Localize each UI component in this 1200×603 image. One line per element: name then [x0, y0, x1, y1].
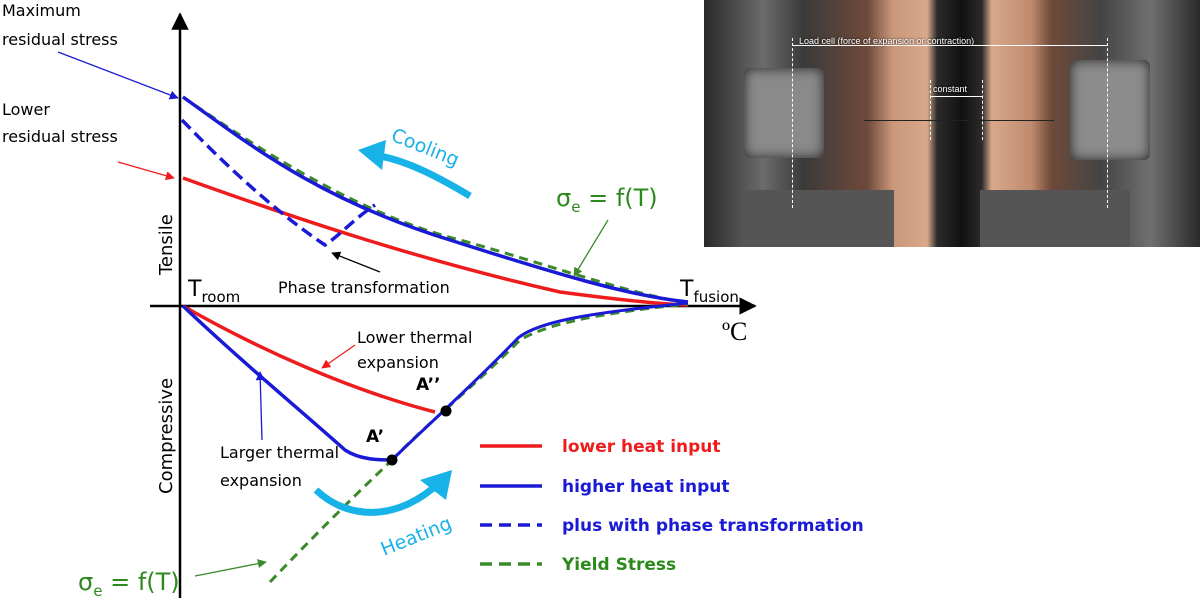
sigma-lower-rest: = f(T) [102, 568, 179, 596]
sigma-lower-sub: e [93, 582, 102, 600]
t-room-sub: room [201, 288, 240, 306]
max-residual-label-2: residual stress [2, 30, 118, 49]
cooling-arrow [379, 152, 472, 200]
max-residual-pointer [57, 51, 179, 100]
yield-stress-lower-tail [268, 458, 394, 584]
larger-thermal-label-1: Larger thermal [220, 443, 339, 462]
t-fusion-sub: fusion [693, 288, 738, 306]
phase-transformation-pointer [331, 251, 381, 273]
larger-thermal-pointer [255, 371, 265, 441]
legend: lower heat input higher heat input plus … [480, 437, 864, 575]
t-fusion-base: T [679, 277, 694, 302]
heating-arrow [313, 479, 443, 516]
legend-label-higher-heat: higher heat input [562, 477, 730, 497]
t-fusion-label: Tfusion [679, 277, 739, 306]
left-clamp [744, 68, 824, 158]
right-base [980, 190, 1130, 247]
specimen-wire [864, 120, 1054, 121]
left-load-marker [792, 38, 793, 208]
a-double-prime-label: A’’ [416, 375, 441, 395]
legend-label-yield: Yield Stress [561, 555, 676, 575]
deg-c-label: ºC [722, 317, 747, 346]
sigma-lower-symbol: σ [78, 568, 93, 596]
right-clamp [1070, 60, 1150, 160]
lower-heat-input-heating-curve [182, 304, 436, 414]
right-load-marker [1107, 38, 1108, 208]
phase-transformation-label: Phase transformation [278, 278, 450, 297]
point-a-double-prime [440, 405, 452, 417]
load-cell-label: Load cell (force of expansion or contrac… [799, 36, 975, 46]
lower-residual-label-2: residual stress [2, 127, 118, 146]
constant-arrow [930, 96, 982, 97]
lower-residual-pointer [117, 161, 175, 181]
load-cell-arrow [792, 45, 1107, 46]
point-a-prime [386, 454, 398, 466]
heating-label: Heating [378, 512, 455, 560]
phase-transformation-curve [180, 118, 376, 248]
cooling-arrowhead [358, 140, 386, 170]
a-prime-label: A’ [366, 427, 384, 447]
yield-stress-upper-curve [182, 95, 686, 305]
higher-heat-input-heating-curve [181, 304, 393, 462]
sigma-upper-rest: = f(T) [580, 184, 657, 212]
lower-heat-input-cooling-curve [182, 176, 689, 307]
t-room-label: Troom [187, 277, 240, 306]
sigma-upper-pointer [573, 219, 609, 277]
compressive-label: Compressive [156, 378, 177, 494]
sigma-upper-sub: e [571, 198, 580, 216]
lower-thermal-pointer [321, 344, 356, 369]
lower-thermal-label-2: expansion [357, 353, 439, 372]
lower-residual-label-1: Lower [2, 100, 50, 119]
heating-arrowhead [420, 470, 452, 500]
larger-thermal-label-2: expansion [220, 471, 302, 490]
load-cell-photo: Load cell (force of expansion or contrac… [704, 0, 1200, 247]
left-base [744, 190, 894, 247]
sigma-upper-symbol: σ [556, 184, 571, 212]
sigma-upper-label: σe = f(T) [556, 184, 658, 216]
right-constant-marker [982, 80, 983, 140]
sigma-lower-label: σe = f(T) [78, 568, 180, 600]
higher-heat-input-return-curve [390, 301, 689, 462]
sigma-lower-pointer [194, 559, 267, 577]
higher-heat-input-cooling-curve [181, 95, 689, 304]
legend-label-lower-heat: lower heat input [562, 437, 721, 457]
legend-label-phase: plus with phase transformation [562, 516, 864, 536]
max-residual-label-1: Maximum [2, 1, 81, 20]
constant-label: constant [933, 84, 968, 94]
t-room-base: T [187, 277, 202, 302]
left-constant-marker [930, 80, 931, 140]
lower-thermal-label-1: Lower thermal [357, 328, 472, 347]
tensile-label: Tensile [156, 214, 177, 276]
